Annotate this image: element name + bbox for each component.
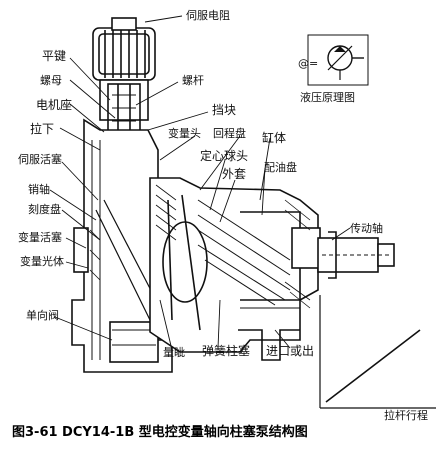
label-cylinder-body: 缸体	[262, 131, 287, 145]
figure-caption: 图3-61 DCY14-1B 型电控变量轴向柱塞泵结构图	[12, 425, 308, 440]
label-screw-nut: 螺母	[40, 74, 62, 87]
label-variable-head: 变量头	[168, 127, 201, 140]
label-check-valve: 单向阀	[26, 309, 59, 322]
label-servo-motor: 伺服电阻	[186, 9, 230, 22]
servo-motor	[92, 17, 156, 81]
label-oil-distribution-plate: 配油盘	[264, 161, 297, 174]
label-pull-down: 拉下	[30, 122, 55, 136]
label-stop-block: 挡块	[212, 103, 237, 117]
label-servo-piston: 伺服活塞	[18, 153, 62, 166]
label-spring-plunger: 弹簧柱塞	[202, 344, 251, 358]
section-hatching	[89, 184, 311, 309]
left-housing	[71, 118, 173, 373]
label-inlet-outlet: 进口或出	[266, 344, 315, 358]
leader-lines	[49, 15, 351, 351]
label-return-plate: 回程盘	[213, 127, 246, 140]
label-drive-shaft: 传动轴	[350, 222, 383, 235]
label-outer-sleeve: 外套	[222, 167, 247, 181]
label-hydraulic-principle: 液压原理图	[300, 91, 355, 104]
label-pin-shaft: 销轴	[28, 183, 50, 196]
drive-shaft	[317, 231, 395, 279]
label-centering-ball: 定心球头	[200, 149, 249, 163]
pump-body	[149, 177, 321, 353]
hydraulic-symbol	[307, 34, 369, 86]
label-swash: 量眦	[163, 346, 185, 359]
label-variable-housing: 变量光体	[20, 255, 64, 268]
stroke-curve-plot	[319, 295, 436, 409]
label-symbol-text: @=	[298, 57, 319, 70]
inlet-outlet-port	[238, 307, 300, 361]
label-motor-seat: 电机座	[36, 98, 73, 112]
label-flat-key: 平键	[42, 49, 67, 63]
label-screw-rod: 螺杆	[182, 74, 204, 87]
label-lever-stroke: 拉杆行程	[384, 409, 428, 422]
label-scale-plate: 刻度盘	[28, 203, 61, 216]
label-variable-piston: 变量活塞	[18, 231, 62, 244]
